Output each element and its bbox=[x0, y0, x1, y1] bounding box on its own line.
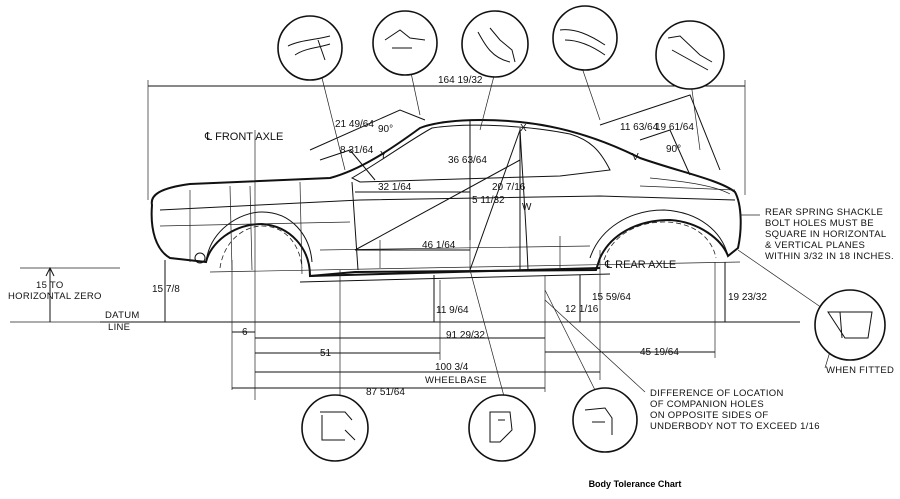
point-x: X bbox=[520, 123, 527, 134]
car-body-outline bbox=[150, 119, 742, 283]
detail-circle-6 bbox=[301, 394, 369, 462]
angle-rear: 90° bbox=[666, 144, 681, 155]
rear-spring-note-1: REAR SPRING SHACKLE bbox=[765, 207, 883, 218]
detail-circle-7 bbox=[468, 394, 536, 462]
point-y: Y bbox=[380, 150, 387, 161]
detail-circle-5 bbox=[655, 20, 725, 90]
front-axle-label: ℄ FRONT AXLE bbox=[204, 131, 283, 143]
detail-when-fitted bbox=[814, 289, 886, 361]
diagram-labels: 164 19/32 ℄ FRONT AXLE ℄ REAR AXLE 15 TO… bbox=[8, 75, 894, 432]
dimension-lines bbox=[10, 61, 836, 405]
dim-6: 6 bbox=[242, 327, 248, 338]
dim-11-rear: 11 63/64 bbox=[620, 122, 659, 133]
dim-8: 8 31/64 bbox=[340, 145, 374, 156]
when-fitted-label: WHEN FITTED bbox=[826, 365, 894, 376]
point-w: W bbox=[522, 202, 532, 213]
dim-12: 12 1/16 bbox=[565, 304, 599, 315]
datum-label-2: LINE bbox=[108, 322, 130, 333]
dim-91: 91 29/32 bbox=[446, 330, 485, 341]
datum-label-1: DATUM bbox=[105, 310, 140, 321]
dim-11: 11 9/64 bbox=[436, 305, 469, 316]
difference-note-1: DIFFERENCE OF LOCATION bbox=[650, 388, 784, 399]
detail-circle-1 bbox=[277, 15, 343, 81]
angle-front: 90° bbox=[378, 124, 393, 135]
dim-15-front: 15 7/8 bbox=[152, 284, 180, 295]
detail-circle-4 bbox=[552, 5, 618, 71]
dim-36: 36 63/64 bbox=[448, 155, 487, 166]
dim-20: 20 7/16 bbox=[492, 182, 526, 193]
horizontal-zero-label-1: 15 TO bbox=[36, 280, 64, 291]
rear-spring-note-4: & VERTICAL PLANES bbox=[765, 240, 865, 251]
dim-32: 32 1/64 bbox=[378, 182, 412, 193]
dim-19: 19 23/32 bbox=[728, 292, 767, 303]
detail-circle-3 bbox=[461, 10, 529, 78]
horizontal-zero-label-2: HORIZONTAL ZERO bbox=[8, 291, 102, 302]
dim-51: 51 bbox=[320, 348, 332, 359]
rear-spring-note-5: WITHIN 3/32 IN 18 INCHES. bbox=[765, 251, 894, 262]
detail-circle-8 bbox=[572, 387, 638, 453]
dim-45: 45 19/64 bbox=[640, 347, 679, 358]
figure-caption: Body Tolerance Chart bbox=[0, 479, 900, 489]
difference-note-3: ON OPPOSITE SIDES OF bbox=[650, 410, 768, 421]
dim-46: 46 1/64 bbox=[422, 240, 456, 251]
point-v: V bbox=[632, 152, 639, 163]
rear-axle-label: ℄ REAR AXLE bbox=[604, 259, 676, 271]
dim-19-rear: 19 61/64 bbox=[655, 122, 694, 133]
difference-note-4: UNDERBODY NOT TO EXCEED 1/16 bbox=[650, 421, 820, 432]
dim-87: 87 51/64 bbox=[366, 387, 405, 398]
dim-15-rear: 15 59/64 bbox=[592, 292, 631, 303]
detail-circle-2 bbox=[372, 10, 438, 76]
caption-text: Body Tolerance Chart bbox=[588, 479, 682, 489]
overall-length-label: 164 19/32 bbox=[438, 75, 483, 86]
wheelbase-label: WHEELBASE bbox=[425, 375, 487, 386]
wheelbase-value: 100 3/4 bbox=[435, 362, 469, 373]
dim-21: 21 49/64 bbox=[335, 119, 374, 130]
difference-note-2: OF COMPANION HOLES bbox=[650, 399, 764, 410]
rear-spring-note-3: SQUARE IN HORIZONTAL bbox=[765, 229, 886, 240]
dim-5: 5 11/32 bbox=[472, 195, 505, 206]
rear-spring-note-2: BOLT HOLES MUST BE bbox=[765, 218, 874, 229]
